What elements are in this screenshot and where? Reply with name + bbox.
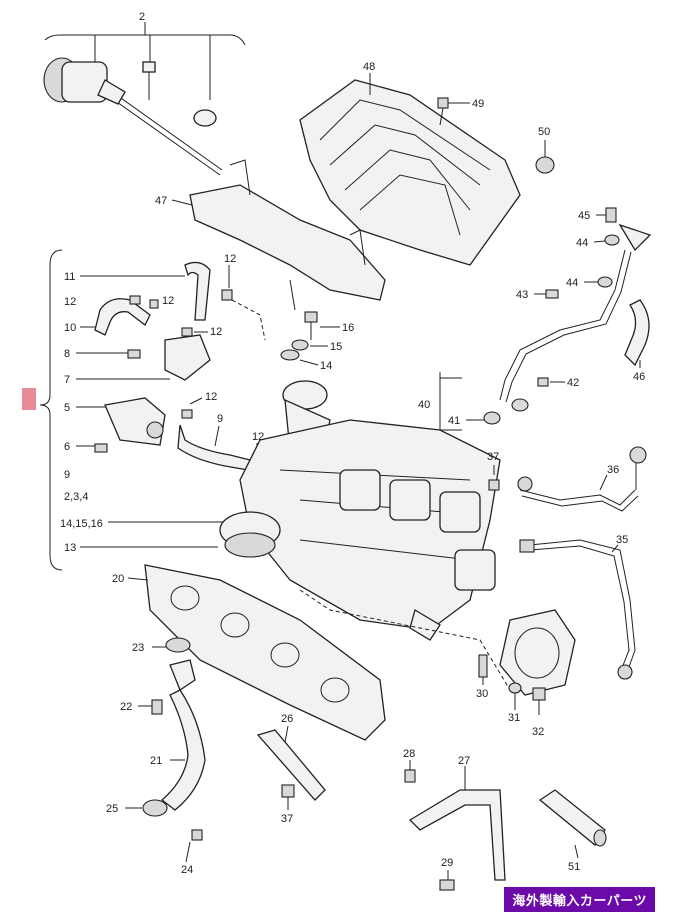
callout-51: 51	[568, 861, 580, 873]
callout-29: 29	[441, 857, 453, 869]
callout-10: 10	[64, 322, 76, 334]
bracket-27: 28 27 29	[403, 748, 506, 891]
heat-shield: 48	[299, 61, 521, 266]
callout-40: 40	[418, 399, 430, 411]
callout-48: 48	[363, 61, 375, 73]
bracket-26: 26 37	[256, 713, 326, 825]
callout-12d: 12	[210, 326, 222, 338]
coolant-pipes: 37 36 35	[487, 446, 647, 680]
callout-12c: 12	[162, 295, 174, 307]
callout-44a: 44	[576, 237, 588, 249]
sleeve-51: 51	[538, 789, 607, 873]
callout-20: 20	[112, 573, 124, 585]
left-bracket-group: 11 12 10 8 7 5 6 9 2,3,4 14,15,16 13	[39, 249, 240, 571]
callout-12e: 12	[205, 391, 217, 403]
highlight-marker	[22, 388, 36, 410]
manifold-gasket: 20	[112, 564, 386, 741]
callout-11: 11	[64, 271, 75, 283]
oil-return-line: 45 44 44 43 46 42 40 41	[418, 207, 652, 431]
callout-31: 31	[508, 712, 520, 724]
callout-2-3-4: 2,3,4	[64, 491, 88, 503]
callout-25: 25	[106, 803, 118, 815]
callout-8: 8	[64, 348, 70, 360]
callout-27: 27	[458, 755, 470, 767]
callout-12b: 12	[224, 253, 236, 265]
egr-pipe: 23 22 21 25 24	[106, 637, 206, 876]
callout-36: 36	[607, 464, 619, 476]
callout-42: 42	[567, 377, 579, 389]
callout-47: 47	[155, 195, 167, 207]
callout-12a: 12	[64, 296, 76, 308]
callout-41: 41	[448, 415, 460, 427]
callout-6: 6	[64, 441, 70, 453]
flange-gasket	[499, 609, 576, 696]
callout-9: 9	[64, 469, 70, 481]
callout-46: 46	[633, 371, 645, 383]
callout-37a: 37	[487, 451, 499, 463]
callout-44b: 44	[566, 277, 578, 289]
callout-28: 28	[403, 748, 415, 760]
callout-5: 5	[64, 402, 70, 414]
callout-7: 7	[64, 374, 70, 386]
callout-13: 13	[64, 542, 76, 554]
callout-22: 22	[120, 701, 132, 713]
callout-32: 32	[532, 726, 544, 738]
callout-group-2: 2	[44, 11, 246, 100]
callout-49: 49	[472, 98, 484, 110]
nut-50: 50	[535, 126, 555, 174]
callout-30: 30	[476, 688, 488, 700]
callout-37b: 37	[281, 813, 293, 825]
wastegate-actuator	[43, 57, 223, 176]
callout-15: 15	[330, 341, 342, 353]
callout-26: 26	[281, 713, 293, 725]
callout-14: 14	[320, 360, 332, 372]
callout-50: 50	[538, 126, 550, 138]
studs-nuts-30-32: 30 31 32	[476, 654, 546, 738]
callout-21: 21	[150, 755, 162, 767]
callout-45: 45	[578, 210, 590, 222]
vacuum-hoses-valve: 12 12 12 12 9 12	[94, 253, 266, 471]
turbocharger-manifold	[219, 380, 511, 691]
callout-35: 35	[616, 534, 628, 546]
fasteners-14-16: 16 15 14	[280, 311, 354, 372]
callout-9b: 9	[217, 413, 223, 425]
callout-23: 23	[132, 642, 144, 654]
callout-43: 43	[516, 289, 528, 301]
callout-24: 24	[181, 864, 193, 876]
bolt-49: 49	[437, 97, 484, 126]
callout-2: 2	[139, 11, 145, 23]
callout-16: 16	[342, 322, 354, 334]
callout-14-15-16: 14,15,16	[60, 518, 103, 530]
bracket-47: 47	[155, 159, 386, 311]
watermark-badge: 海外製輸入カーパーツ	[504, 887, 655, 912]
